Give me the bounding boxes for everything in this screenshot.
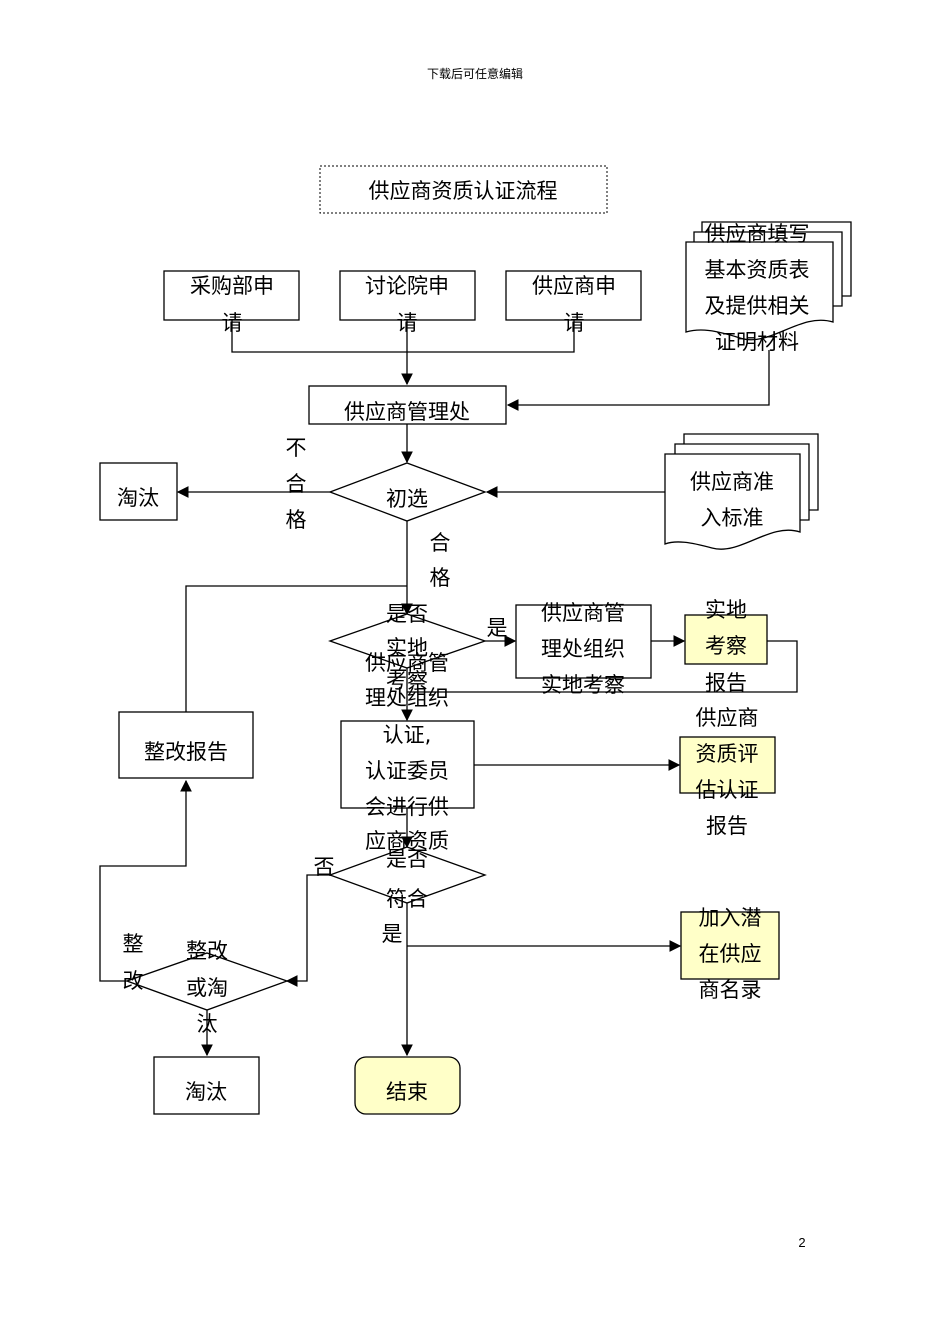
- supplier-apply-line2: 请: [564, 311, 585, 335]
- qual-report-line3: 估认证: [696, 778, 759, 802]
- pass-label-1: 合: [430, 531, 451, 555]
- eliminate-label-1: 淘汰: [117, 486, 159, 510]
- title-box: 供应商资质认证流程: [319, 165, 608, 214]
- rectify-or-elim-line3: 汰: [197, 1012, 218, 1036]
- onsite-decision-line2: 实地: [386, 636, 428, 660]
- connectors: [99, 320, 798, 1057]
- supplier-docs-line2: 基本资质表: [705, 258, 810, 282]
- add-list-line1: 加入潜: [699, 906, 762, 930]
- rectify-label-2: 改: [123, 969, 144, 993]
- certify-org-line3: 认证,: [383, 723, 432, 747]
- access-standard-document: 供应商准 入标准: [664, 433, 819, 550]
- rectify-label-1: 整: [123, 932, 144, 956]
- meets-decision: 是否 符合: [328, 846, 487, 911]
- institute-apply-line1: 讨论院申: [365, 274, 449, 298]
- prelim-label: 初选: [386, 487, 428, 511]
- supplier-apply-box: 供应商申 请: [505, 270, 642, 335]
- eliminate-box-2: 淘汰: [153, 1056, 260, 1115]
- mgmt-office-label: 供应商管理处: [344, 400, 470, 424]
- meets-decision-line1: 是否: [386, 847, 428, 871]
- qual-report-line1: 供应商: [696, 706, 759, 730]
- qual-report-line2: 资质评: [696, 742, 759, 766]
- onsite-decision: 是否 实地 考察: [328, 602, 487, 693]
- certify-org-line5: 会进行供: [365, 795, 449, 819]
- supplier-docs-line1: 供应商填写: [705, 222, 810, 246]
- eliminate-label-2: 淘汰: [185, 1080, 227, 1104]
- no-meets-label: 否: [314, 855, 335, 879]
- purchase-apply-box: 采购部申 请: [163, 270, 300, 335]
- fail-label-3: 格: [286, 508, 307, 532]
- onsite-org-line3: 实地考察: [541, 673, 625, 697]
- supplier-docs-line4: 证明材料: [715, 330, 799, 354]
- qual-report-box: 供应商 资质评 估认证 报告: [679, 706, 776, 838]
- rectify-report-label: 整改报告: [144, 740, 228, 764]
- onsite-org-line1: 供应商管: [541, 601, 625, 625]
- purchase-apply-line2: 请: [222, 311, 243, 335]
- onsite-report-line1: 实地: [705, 598, 747, 622]
- supplier-docs-line3: 及提供相关: [705, 294, 810, 318]
- onsite-report-line3: 报告: [705, 671, 747, 695]
- add-list-line2: 在供应: [699, 942, 762, 966]
- qual-report-line4: 报告: [706, 814, 748, 838]
- institute-apply-box: 讨论院申 请: [339, 270, 476, 335]
- meets-decision-line2: 符合: [386, 887, 428, 911]
- pass-label-2: 格: [430, 566, 451, 590]
- certify-org-line4: 认证委员: [365, 759, 449, 783]
- mgmt-office-box: 供应商管理处: [308, 385, 507, 425]
- edge-labels: 不 合 格 合 格 是 否 是 整 改: [123, 436, 508, 993]
- access-standard-line1: 供应商准: [690, 470, 774, 494]
- onsite-report-line2: 考察: [705, 634, 747, 658]
- fail-label-1: 不: [286, 436, 307, 460]
- add-list-box: 加入潜 在供应 商名录: [680, 906, 780, 1002]
- purchase-apply-line1: 采购部申: [190, 274, 274, 298]
- yes-meets-label: 是: [382, 922, 403, 946]
- onsite-report-box: 实地 考察 报告: [684, 598, 768, 695]
- page-number: 2: [798, 1235, 805, 1250]
- onsite-decision-line3: 考察: [386, 669, 428, 693]
- add-list-line3: 商名录: [699, 978, 762, 1002]
- rectify-or-elim-line2: 或淘: [186, 976, 228, 1000]
- diagram-title: 供应商资质认证流程: [369, 179, 558, 203]
- prelim-decision: 初选: [328, 462, 487, 522]
- eliminate-box-1: 淘汰: [99, 462, 178, 521]
- yes-onsite-label: 是: [487, 616, 508, 640]
- onsite-decision-line1: 是否: [386, 602, 428, 626]
- onsite-org-box: 供应商管 理处组织 实地考察: [515, 601, 652, 697]
- supplier-apply-line1: 供应商申: [532, 274, 616, 298]
- certify-org-line2: 理处组织: [365, 686, 449, 710]
- end-label: 结束: [386, 1080, 428, 1104]
- rectify-report-box: 整改报告: [118, 711, 254, 779]
- page-header: 下载后可任意编辑: [427, 66, 523, 81]
- access-standard-line2: 入标准: [701, 506, 764, 530]
- institute-apply-line2: 请: [397, 311, 418, 335]
- certify-org-line1: 供应商管: [365, 651, 449, 675]
- onsite-org-line2: 理处组织: [541, 637, 625, 661]
- rectify-or-eliminate-decision: 整改 或淘 汰: [125, 939, 289, 1036]
- supplier-docs-document: 供应商填写 基本资质表 及提供相关 证明材料: [685, 221, 852, 354]
- rectify-or-elim-line1: 整改: [186, 939, 228, 963]
- fail-label-2: 合: [286, 472, 307, 496]
- end-terminator: 结束: [354, 1056, 461, 1115]
